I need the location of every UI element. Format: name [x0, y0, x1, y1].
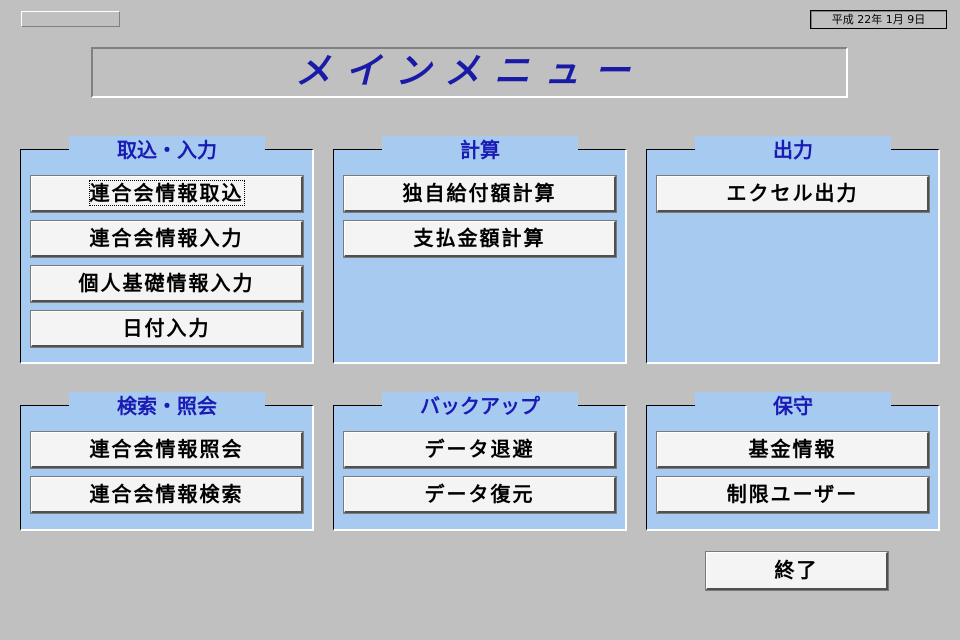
panel-search-inquiry: 検索・照会 連合会情報照会 連合会情報検索	[20, 392, 314, 531]
data-restore-button[interactable]: データ復元	[344, 477, 616, 513]
button-label: 終了	[774, 558, 819, 582]
search-federation-info-button[interactable]: 連合会情報検索	[31, 477, 303, 513]
calc-independent-benefit-button[interactable]: 独自給付額計算	[344, 176, 616, 212]
button-label: データ退避	[424, 437, 535, 461]
input-date-button[interactable]: 日付入力	[31, 311, 303, 347]
import-federation-info-button[interactable]: 連合会情報取込	[31, 176, 303, 212]
restricted-user-button[interactable]: 制限ユーザー	[657, 477, 929, 513]
panel-calculation: 計算 独自給付額計算 支払金額計算	[333, 136, 627, 364]
button-label: 連合会情報検索	[89, 482, 244, 506]
input-federation-info-button[interactable]: 連合会情報入力	[31, 221, 303, 257]
date-display: 平成 22年 1月 9日	[810, 10, 947, 29]
button-label: 制限ユーザー	[726, 482, 859, 506]
page-title: メインメニュー	[295, 51, 644, 92]
panel-backup: バックアップ データ退避 データ復元	[333, 392, 627, 531]
panel-label-search-inquiry: 検索・照会	[69, 392, 265, 420]
button-label: 連合会情報入力	[89, 226, 244, 250]
panel-maintenance: 保守 基金情報 制限ユーザー	[646, 392, 940, 531]
data-backup-button[interactable]: データ退避	[344, 432, 616, 468]
panel-output: 出力 エクセル出力	[646, 136, 940, 364]
panel-label-import-input: 取込・入力	[69, 136, 265, 164]
inquiry-federation-info-button[interactable]: 連合会情報照会	[31, 432, 303, 468]
exit-button[interactable]: 終了	[706, 552, 888, 590]
panel-label-output: 出力	[695, 136, 891, 164]
top-left-field	[21, 11, 120, 27]
button-label: 個人基礎情報入力	[78, 271, 255, 295]
button-label: 独自給付額計算	[402, 181, 557, 205]
button-label: 基金情報	[748, 437, 837, 461]
input-personal-info-button[interactable]: 個人基礎情報入力	[31, 266, 303, 302]
button-label: エクセル出力	[726, 181, 859, 205]
button-label: 連合会情報照会	[89, 437, 244, 461]
calc-payment-amount-button[interactable]: 支払金額計算	[344, 221, 616, 257]
excel-output-button[interactable]: エクセル出力	[657, 176, 929, 212]
title-box: メインメニュー	[91, 47, 848, 98]
button-label: 日付入力	[122, 316, 211, 340]
button-label: データ復元	[424, 482, 535, 506]
panel-label-maintenance: 保守	[695, 392, 891, 420]
panel-import-input: 取込・入力 連合会情報取込 連合会情報入力 個人基礎情報入力 日付入力	[20, 136, 314, 364]
fund-info-button[interactable]: 基金情報	[657, 432, 929, 468]
button-label: 連合会情報取込	[88, 180, 245, 206]
button-label: 支払金額計算	[413, 226, 546, 250]
panel-label-calculation: 計算	[382, 136, 578, 164]
panel-label-backup: バックアップ	[382, 392, 578, 420]
